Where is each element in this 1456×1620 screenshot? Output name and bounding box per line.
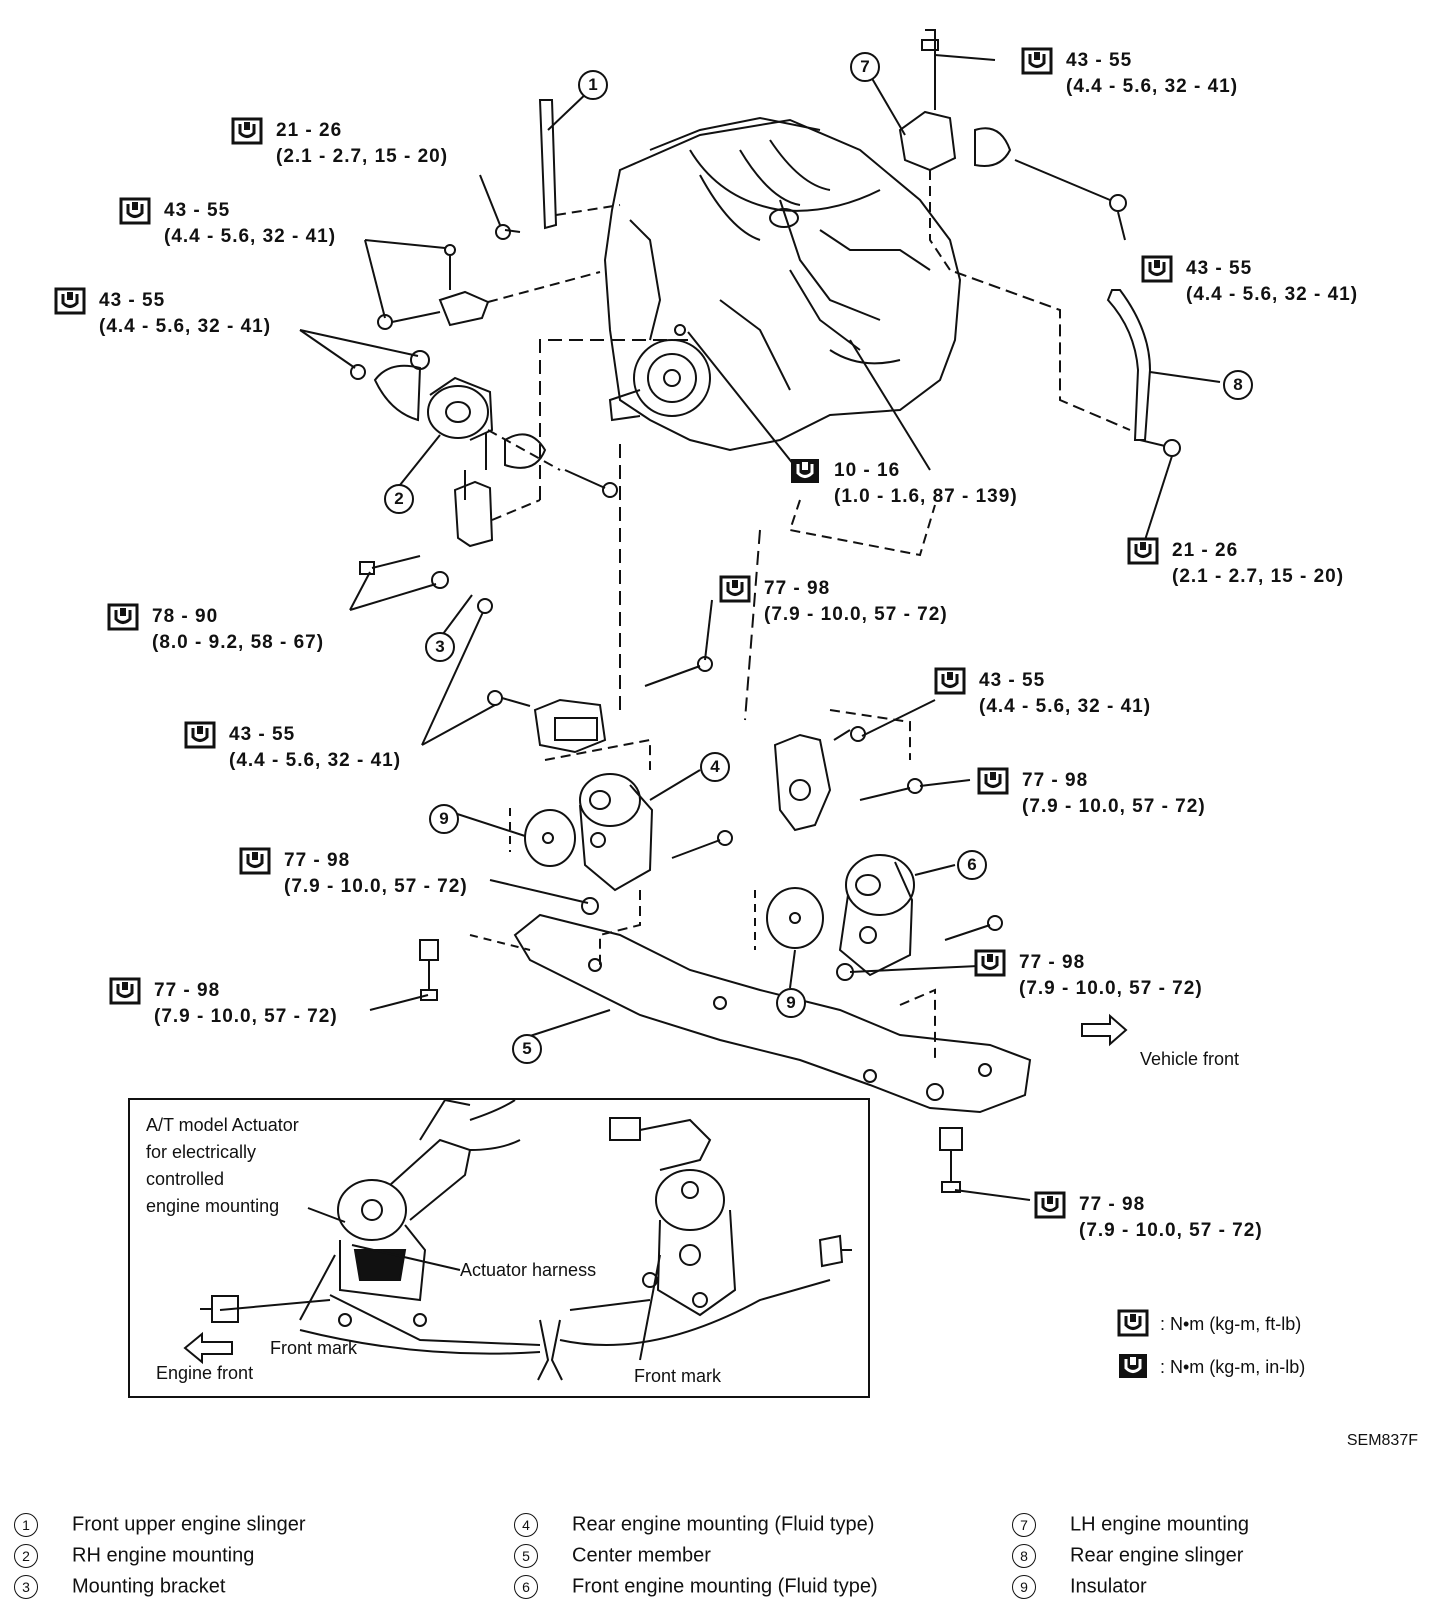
actuator-harness-label: Actuator harness bbox=[460, 1260, 597, 1280]
torque-spec-front-through-bolt: 77 - 98 (7.9 - 10.0, 57 - 72) bbox=[1022, 770, 1206, 817]
engine-front-label: Engine front bbox=[156, 1363, 254, 1383]
part-row-8: 8 Rear engine slinger bbox=[1012, 1544, 1243, 1568]
part-num: 4 bbox=[514, 1513, 538, 1537]
callout-6: 6 bbox=[957, 850, 987, 880]
torque-spec-block-bolt-inlb: 10 - 16 (1.0 - 1.6, 87 - 139) bbox=[834, 460, 1018, 507]
callout-7: 7 bbox=[850, 52, 880, 82]
part-num: 8 bbox=[1012, 1544, 1036, 1568]
callout-1: 1 bbox=[578, 70, 608, 100]
part-num: 1 bbox=[14, 1513, 38, 1537]
callout-3: 3 bbox=[425, 632, 455, 662]
torque-spec-slinger-bolt: 21 - 26 (2.1 - 2.7, 15 - 20) bbox=[276, 120, 449, 167]
part-name: Center member bbox=[572, 1544, 711, 1567]
part-name: RH engine mounting bbox=[72, 1544, 255, 1567]
part-name: LH engine mounting bbox=[1070, 1513, 1250, 1536]
part-num: 2 bbox=[14, 1544, 38, 1568]
front-mark-right-label: Front mark bbox=[634, 1366, 722, 1386]
part-num: 6 bbox=[514, 1575, 538, 1599]
torque-spec-rear-bracket-nut: 43 - 55 (4.4 - 5.6, 32 - 41) bbox=[229, 724, 402, 771]
callout-4: 4 bbox=[700, 752, 730, 782]
part-num: 9 bbox=[1012, 1575, 1036, 1599]
drawing-code: SEM837F bbox=[1346, 1432, 1418, 1449]
part-num: 3 bbox=[14, 1575, 38, 1599]
actuator-inset bbox=[128, 1098, 870, 1398]
part-name: Insulator bbox=[1070, 1575, 1147, 1598]
wrench-inlb-icon bbox=[1118, 1353, 1148, 1379]
callout-9-front: 9 bbox=[776, 988, 806, 1018]
wrench-ftlb-icon bbox=[1118, 1310, 1148, 1336]
part-row-4: 4 Rear engine mounting (Fluid type) bbox=[514, 1513, 874, 1537]
arrow-right-icon bbox=[1082, 1016, 1126, 1044]
torque-spec-front-mount-nut: 77 - 98 (7.9 - 10.0, 57 - 72) bbox=[1019, 952, 1203, 999]
part-name: Front engine mounting (Fluid type) bbox=[572, 1575, 878, 1598]
part-name: Rear engine slinger bbox=[1070, 1544, 1244, 1567]
units-inlb: : N•m (kg-m, in-lb) bbox=[1160, 1357, 1306, 1377]
part-row-1: 1 Front upper engine slinger bbox=[14, 1513, 305, 1537]
front-mark-left-label: Front mark bbox=[270, 1338, 358, 1358]
torque-spec-rear-slinger-bolt: 21 - 26 (2.1 - 2.7, 15 - 20) bbox=[1172, 540, 1345, 587]
torque-spec-member-rear-bolt: 77 - 98 (7.9 - 10.0, 57 - 72) bbox=[154, 980, 338, 1027]
torque-spec-front-bracket-bolt: 43 - 55 (4.4 - 5.6, 32 - 41) bbox=[979, 670, 1152, 717]
units-ftlb: : N•m (kg-m, ft-lb) bbox=[1160, 1314, 1302, 1334]
part-row-3: 3 Mounting bracket bbox=[14, 1575, 225, 1599]
wrench-inlb-icon bbox=[790, 458, 820, 484]
part-row-2: 2 RH engine mounting bbox=[14, 1544, 254, 1568]
part-row-9: 9 Insulator bbox=[1012, 1575, 1147, 1599]
part-num: 5 bbox=[514, 1544, 538, 1568]
callout-8: 8 bbox=[1223, 370, 1253, 400]
torque-spec-lh-mount-bolt: 43 - 55 (4.4 - 5.6, 32 - 41) bbox=[1066, 50, 1239, 97]
torque-spec-rear-bracket-bolt: 77 - 98 (7.9 - 10.0, 57 - 72) bbox=[764, 578, 948, 625]
callout-5: 5 bbox=[512, 1034, 542, 1064]
inset-title: A/T model Actuator for electrically cont… bbox=[146, 1115, 299, 1216]
torque-spec-rear-mount-nut: 77 - 98 (7.9 - 10.0, 57 - 72) bbox=[284, 850, 468, 897]
part-row-7: 7 LH engine mounting bbox=[1012, 1513, 1249, 1537]
part-row-6: 6 Front engine mounting (Fluid type) bbox=[514, 1575, 878, 1599]
part-name: Front upper engine slinger bbox=[72, 1513, 306, 1536]
callout-2: 2 bbox=[384, 484, 414, 514]
torque-spec-rh-bracket-bolt: 43 - 55 (4.4 - 5.6, 32 - 41) bbox=[164, 200, 337, 247]
arrow-left-icon bbox=[185, 1334, 232, 1362]
callout-9-rear: 9 bbox=[429, 804, 459, 834]
part-num: 7 bbox=[1012, 1513, 1036, 1537]
torque-spec-lh-through-bolt: 43 - 55 (4.4 - 5.6, 32 - 41) bbox=[1186, 258, 1359, 305]
part-name: Rear engine mounting (Fluid type) bbox=[572, 1513, 875, 1536]
vehicle-front-label: Vehicle front bbox=[1140, 1049, 1240, 1069]
part-row-5: 5 Center member bbox=[514, 1544, 711, 1568]
torque-spec-member-front-bolt: 77 - 98 (7.9 - 10.0, 57 - 72) bbox=[1079, 1194, 1263, 1241]
part-name: Mounting bracket bbox=[72, 1575, 226, 1598]
torque-spec-mounting-bracket: 78 - 90 (8.0 - 9.2, 58 - 67) bbox=[152, 606, 325, 653]
torque-spec-rh-mount-nut: 43 - 55 (4.4 - 5.6, 32 - 41) bbox=[99, 290, 272, 337]
